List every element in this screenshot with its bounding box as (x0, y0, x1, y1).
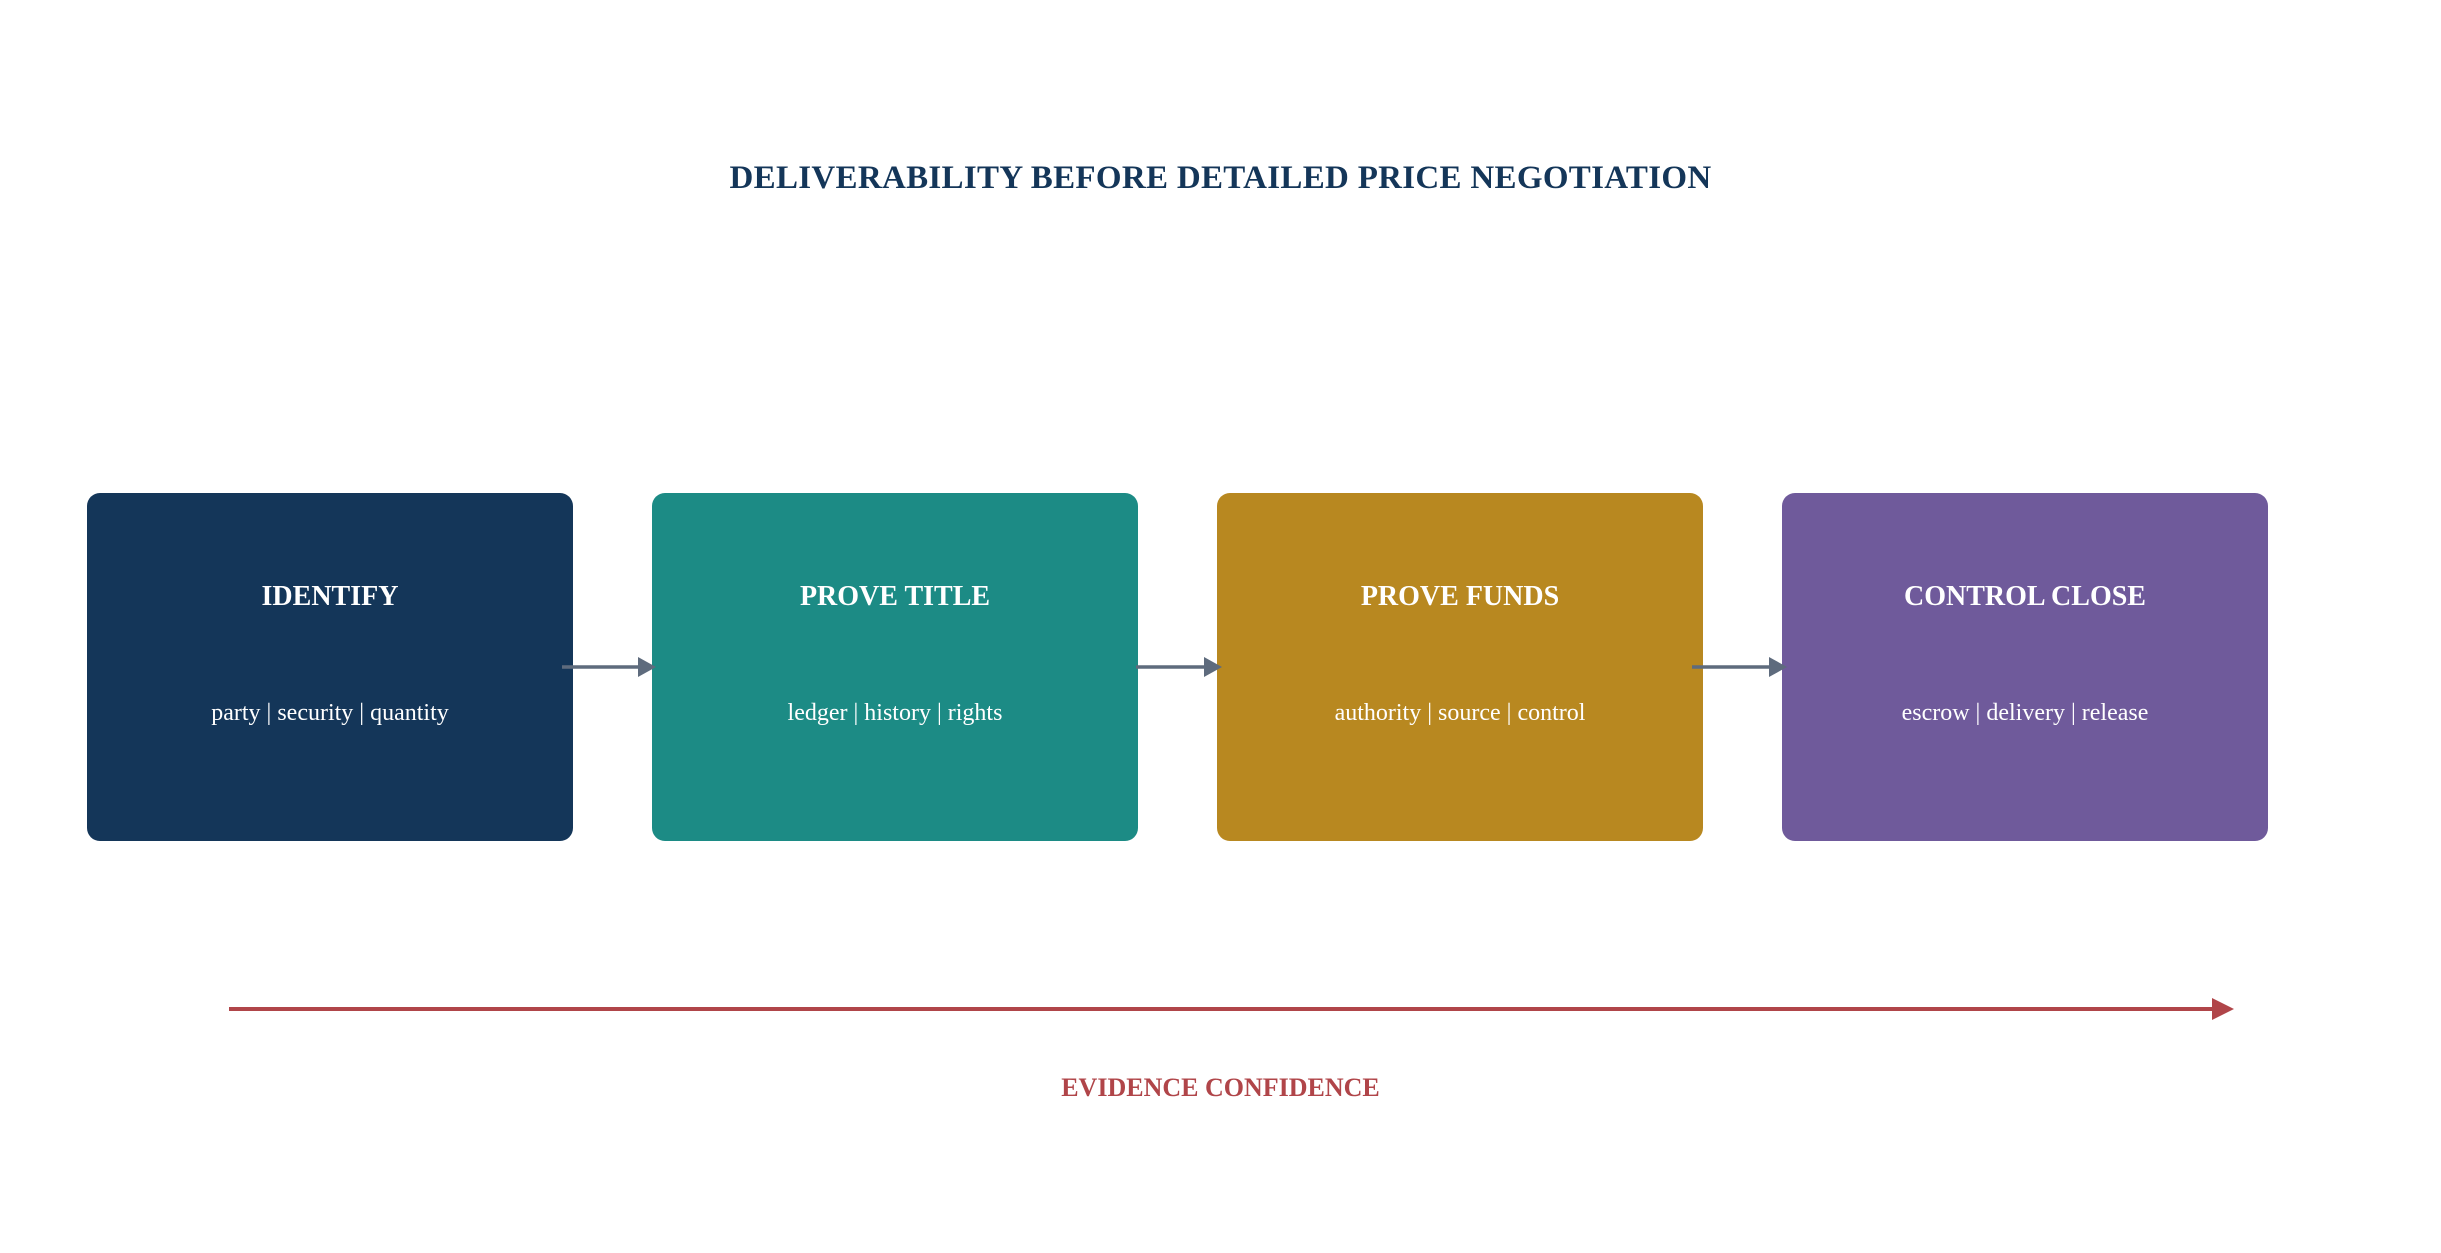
step-subtitle: ledger | history | rights (787, 700, 1003, 726)
step-title: IDENTIFY (261, 581, 399, 612)
evidence-axis-arrow (229, 998, 2234, 1020)
step-identify: IDENTIFY party | security | quantity (87, 493, 573, 841)
step-subtitle: party | security | quantity (211, 700, 449, 726)
evidence-axis-label: EVIDENCE CONFIDENCE (1061, 1073, 1380, 1102)
diagram-title: DELIVERABILITY BEFORE DETAILED PRICE NEG… (729, 160, 1712, 196)
connector-arrow (1692, 657, 1787, 677)
step-title: PROVE TITLE (799, 581, 991, 612)
step-title: PROVE FUNDS (1360, 581, 1560, 612)
step-subtitle: authority | source | control (1334, 700, 1586, 726)
step-control-close: CONTROL CLOSE escrow | delivery | releas… (1782, 493, 2268, 841)
step-subtitle: escrow | delivery | release (1901, 700, 2149, 726)
step-prove-title: PROVE TITLE ledger | history | rights (652, 493, 1138, 841)
step-prove-funds: PROVE FUNDS authority | source | control (1217, 493, 1703, 841)
connector-arrow (1136, 657, 1222, 677)
connector-arrow (562, 657, 656, 677)
step-title: CONTROL CLOSE (1904, 581, 2146, 612)
